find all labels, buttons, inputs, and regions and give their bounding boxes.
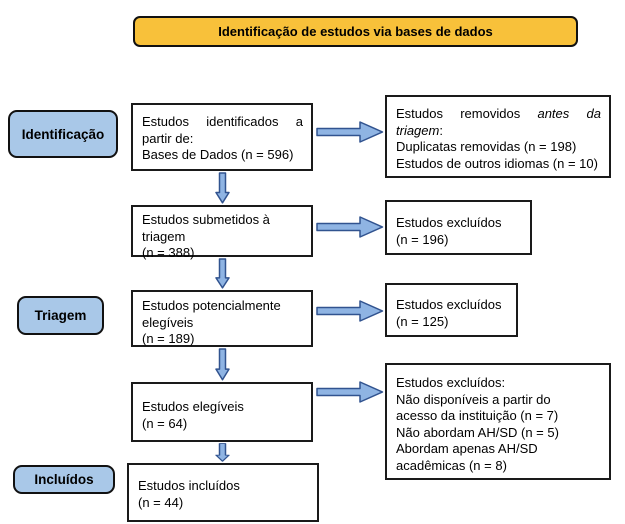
box-line: elegíveis (142, 314, 194, 330)
box-line: Estudos removidos antes da (396, 106, 601, 123)
box-excluidos-triagem: Estudos excluídos (n = 196) (385, 200, 532, 255)
arrow-down-icon (215, 172, 230, 204)
box-line: Estudos incluídos (138, 478, 240, 493)
box-line: Estudos excluídos: (396, 375, 506, 390)
box-excluidos-elegibilidade: Estudos excluídos (n = 125) (385, 283, 518, 337)
box-line: (n = 125) (396, 313, 449, 329)
box-line: Não abordam AH/SD (n = 5) (396, 424, 559, 440)
box-line: triagem (142, 228, 186, 244)
box-line: Bases de Dados (n = 596) (142, 147, 294, 162)
box-estudos-submetidos-triagem: Estudos submetidos à triagem (n = 388) (131, 205, 313, 260)
box-estudos-elegiveis: Estudos elegíveis (n = 64) (131, 382, 313, 442)
box-line: Estudos de outros idiomas (n = 10) (396, 155, 598, 171)
stage-label-incluidos: Incluídos (13, 465, 115, 494)
box-line: Estudos elegíveis (142, 399, 244, 414)
text-segment: : (439, 122, 443, 138)
box-excluidos-motivos: Estudos excluídos: Não disponíveis a par… (385, 363, 611, 480)
box-estudos-identificados: Estudos identificados a partir de: Bases… (131, 103, 313, 171)
arrow-down-icon (215, 348, 230, 381)
box-line: Estudos submetidos à (142, 212, 270, 227)
stage-label-triagem: Triagem (17, 296, 104, 335)
box-line: Estudos potencialmente (142, 298, 281, 313)
box-line: Não disponíveis a partir do (396, 391, 551, 407)
arrow-right-icon (316, 121, 384, 143)
stage-label-text: Triagem (34, 308, 87, 323)
box-line: Estudos excluídos (396, 297, 502, 312)
arrow-right-icon (316, 300, 384, 322)
box-estudos-potencialmente-elegiveis: Estudos potencialmente elegíveis (n = 18… (131, 290, 313, 347)
box-line: triagem: (396, 123, 601, 140)
box-line: acadêmicas (n = 8) (396, 457, 507, 473)
box-removidos-antes-triagem: Estudos removidos antes da triagem: Dupl… (385, 95, 611, 178)
box-line: (n = 189) (142, 331, 195, 346)
text-segment-italic: antes da (537, 106, 601, 121)
box-line: Estudos excluídos (396, 215, 502, 230)
stage-label-identificacao: Identificação (8, 110, 118, 158)
box-estudos-incluidos: Estudos incluídos (n = 44) (127, 463, 319, 522)
box-line: Estudos identificados a (142, 114, 303, 129)
arrow-down-icon (215, 258, 230, 289)
arrow-down-icon (215, 443, 230, 462)
text-segment: Estudos removidos (396, 106, 521, 121)
arrow-right-icon (316, 381, 384, 403)
box-line: partir de: (142, 130, 194, 146)
stage-label-text: Identificação (21, 126, 105, 142)
box-line: (n = 196) (396, 231, 449, 247)
box-line: Abordam apenas AH/SD (396, 441, 538, 456)
box-line: (n = 44) (138, 494, 184, 510)
box-line: (n = 388) (142, 245, 195, 260)
box-line: (n = 64) (142, 415, 188, 431)
box-line: acesso da instituição (n = 7) (396, 408, 559, 423)
arrow-right-icon (316, 216, 384, 238)
box-line: Duplicatas removidas (n = 198) (396, 139, 577, 154)
title-banner-label: Identificação de estudos via bases de da… (218, 24, 493, 39)
stage-label-text: Incluídos (34, 472, 94, 487)
text-segment-italic: triagem (396, 122, 440, 138)
title-banner: Identificação de estudos via bases de da… (133, 16, 578, 47)
